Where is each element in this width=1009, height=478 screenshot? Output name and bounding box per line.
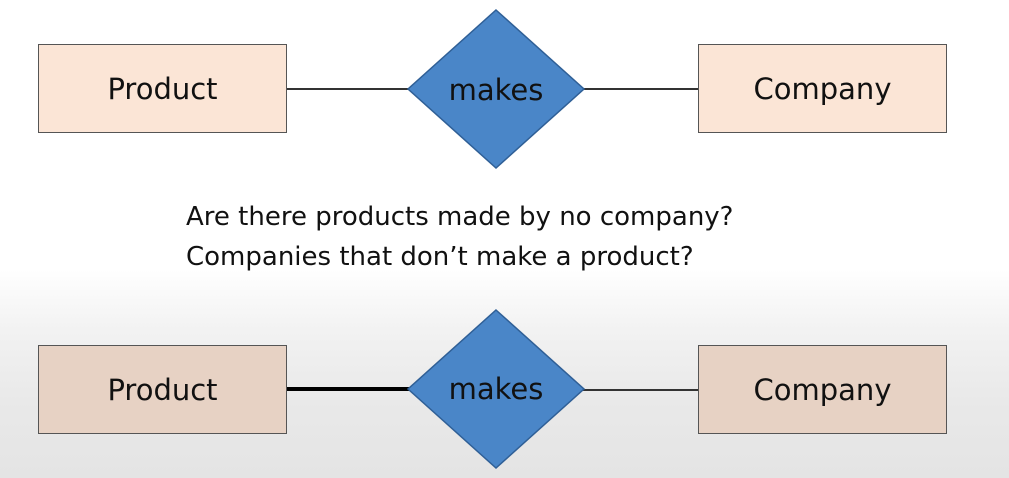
question-line-1: Are there products made by no company? bbox=[186, 202, 734, 232]
question-line-2: Companies that don’t make a product? bbox=[186, 242, 694, 272]
makes-relationship-label-top: makes bbox=[448, 73, 544, 107]
company-entity-bottom: Company bbox=[698, 345, 947, 434]
top-right-connector bbox=[582, 88, 699, 90]
company-entity-label: Company bbox=[753, 372, 892, 407]
top-left-connector bbox=[286, 88, 410, 90]
bottom-right-connector bbox=[582, 389, 699, 391]
bottom-left-total-participation-connector bbox=[286, 387, 410, 391]
product-entity-label: Product bbox=[107, 372, 218, 407]
makes-relationship-label-bottom: makes bbox=[448, 372, 544, 406]
product-entity-bottom: Product bbox=[38, 345, 287, 434]
product-entity-label: Product bbox=[107, 71, 218, 106]
company-entity-label: Company bbox=[753, 71, 892, 106]
product-entity-top: Product bbox=[38, 44, 287, 133]
company-entity-top: Company bbox=[698, 44, 947, 133]
